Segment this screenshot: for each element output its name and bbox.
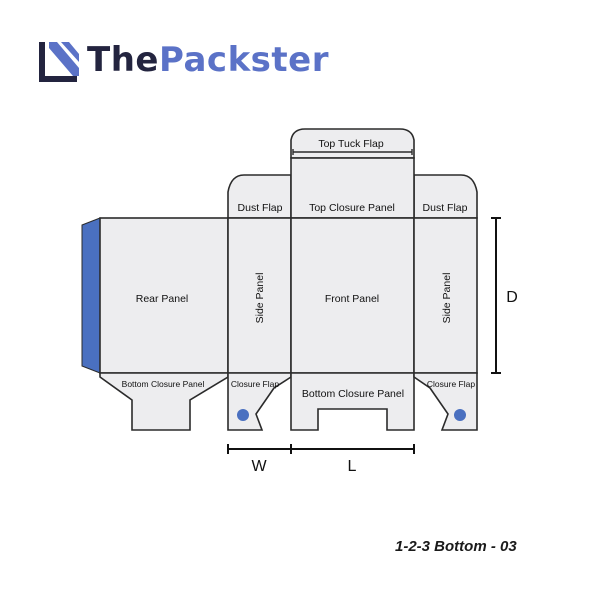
top-closure-panel — [290, 157, 415, 219]
brand-accent-name: Packster — [158, 40, 330, 80]
dimension-depth-label: D — [506, 289, 518, 306]
label-top-tuck-flap: Top Tuck Flap — [318, 138, 384, 150]
label-side-panel-left: Side Panel — [254, 273, 266, 324]
brand-logo: ThePackster — [37, 38, 329, 82]
style-code: 1-2-3 Bottom - 03 — [395, 538, 517, 555]
closure-flap-hole-right — [454, 409, 466, 421]
dust-flap-right — [413, 174, 478, 219]
dimension-depth — [491, 217, 501, 374]
label-side-panel-right: Side Panel — [441, 273, 453, 324]
logo-mark-icon — [39, 42, 79, 82]
label-closure-flap-left: Closure Flap — [231, 379, 279, 389]
dimension-width-length — [227, 444, 415, 454]
glue-flap — [81, 217, 101, 374]
label-dust-flap-left: Dust Flap — [238, 202, 283, 214]
dimension-width-label: W — [251, 458, 267, 475]
label-rear-panel: Rear Panel — [136, 293, 189, 305]
label-top-closure-panel: Top Closure Panel — [309, 202, 395, 214]
dust-flap-left — [227, 174, 292, 219]
brand-name: ThePackster — [87, 40, 329, 80]
bottom-closure-panel-front — [290, 372, 415, 431]
top-tuck-flap — [290, 128, 415, 159]
label-bottom-closure-panel-front: Bottom Closure Panel — [302, 388, 404, 400]
brand-prefix: The — [87, 40, 159, 80]
rear-panel — [99, 217, 229, 374]
closure-flap-hole-left — [237, 409, 249, 421]
side-panel-left — [227, 217, 292, 374]
label-front-panel: Front Panel — [325, 293, 379, 305]
label-dust-flap-right: Dust Flap — [423, 202, 468, 214]
label-bottom-closure-panel-rear: Bottom Closure Panel — [122, 379, 205, 389]
side-panel-right — [413, 217, 478, 374]
label-closure-flap-right: Closure Flap — [427, 379, 475, 389]
dimension-length-label: L — [348, 458, 357, 475]
